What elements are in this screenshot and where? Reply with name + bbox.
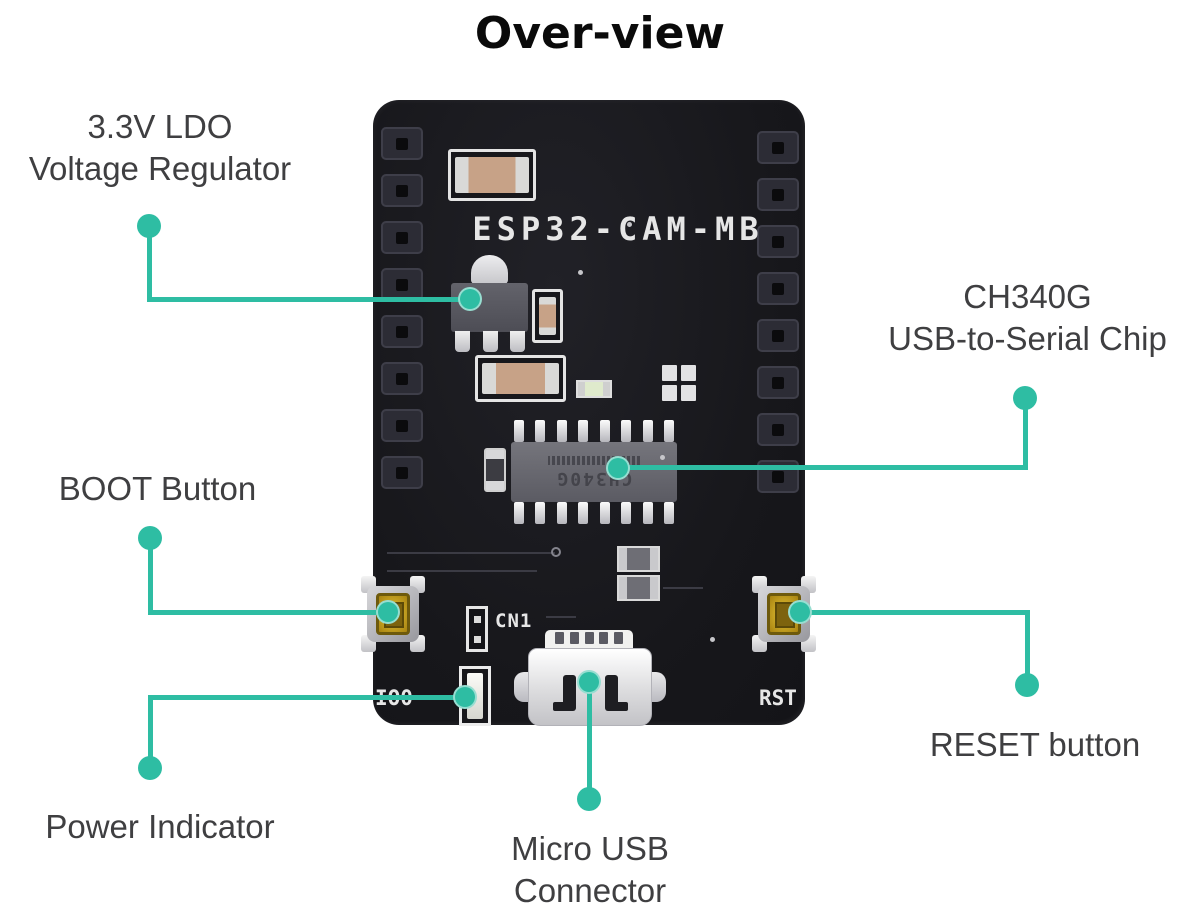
pin-socket: [381, 315, 423, 348]
callout-dot-ch340g-label: [1013, 386, 1037, 410]
callout-dot-ch340g-target: [606, 456, 630, 480]
leader-line-reset: [1025, 610, 1030, 687]
pin-socket: [381, 362, 423, 395]
smd-component: [617, 575, 660, 601]
pin-socket: [381, 268, 423, 301]
leader-line-ch340g: [1023, 398, 1028, 470]
pin-socket: [757, 131, 799, 164]
label-micro-usb: Micro USB Connector: [511, 830, 669, 909]
leader-line-boot: [148, 610, 388, 615]
pin-socket: [757, 272, 799, 305]
pin-socket: [757, 319, 799, 352]
pin-socket: [381, 409, 423, 442]
label-boot-button: BOOT Button: [58, 470, 257, 507]
pcb-trace: [663, 587, 703, 589]
silkscreen-cn1: CN1: [495, 610, 533, 632]
left-pin-header: [381, 127, 423, 489]
pin-socket: [757, 366, 799, 399]
callout-dot-power-target: [453, 685, 477, 709]
pin-socket: [381, 174, 423, 207]
jumper-pads: [662, 365, 696, 401]
ch340g-chip: CH340G: [511, 442, 677, 502]
usb-mount-tab: [514, 672, 530, 702]
label-reset-button: RESET button: [929, 726, 1141, 763]
callout-dot-boot-label: [138, 526, 162, 550]
pin-socket: [381, 127, 423, 160]
pcb-trace: [387, 570, 537, 572]
esp32-cam-mb-board: ESP32-CAM-MB CH340G: [361, 100, 816, 726]
leader-line-ldo: [147, 297, 472, 302]
usb-connector-pins: [545, 630, 633, 650]
leader-line-power: [148, 695, 153, 770]
via-dot: [627, 222, 632, 227]
capacitor: [484, 448, 506, 492]
page-title: Over-view: [474, 8, 726, 59]
leader-line-power: [148, 695, 465, 700]
label-power-indicator: Power Indicator: [45, 808, 275, 845]
ldo-regulator-tab: [471, 255, 508, 284]
label-ch340g-chip: CH340G USB-to-Serial Chip: [888, 278, 1167, 357]
silkscreen-rst: RST: [759, 686, 797, 710]
pin-socket: [381, 221, 423, 254]
pin-socket: [381, 456, 423, 489]
chip-pins-bottom: [514, 502, 674, 524]
chip-pins-top: [514, 420, 674, 442]
pin-socket: [757, 178, 799, 211]
capacitor: [532, 289, 563, 343]
leader-line-usb: [587, 682, 592, 801]
leader-line-ch340g: [618, 465, 1028, 470]
callout-dot-reset-target: [788, 600, 812, 624]
via-dot: [660, 455, 665, 460]
usb-mount-tab: [650, 672, 666, 702]
callout-dot-boot-target: [376, 600, 400, 624]
resistor: [448, 149, 536, 201]
resistor: [475, 355, 566, 402]
right-pin-header: [757, 131, 799, 493]
callout-dot-usb-target: [577, 670, 601, 694]
callout-dot-power-label: [138, 756, 162, 780]
leader-line-ldo: [147, 226, 152, 302]
callout-dot-reset-label: [1015, 673, 1039, 697]
ldo-regulator-legs: [455, 331, 525, 352]
via-dot: [710, 637, 715, 642]
pcb-trace: [546, 616, 576, 618]
pin-socket: [757, 413, 799, 446]
label-ldo-regulator: 3.3V LDO Voltage Regulator: [28, 108, 292, 187]
board-silkscreen-title: ESP32-CAM-MB: [472, 210, 764, 248]
smd-component: [617, 546, 660, 572]
cn1-header: [466, 606, 488, 652]
leader-line-boot: [148, 538, 153, 615]
via-pad: [551, 547, 561, 557]
callout-dot-ldo-target: [458, 287, 482, 311]
pcb-trace: [387, 552, 555, 554]
via-dot: [578, 270, 583, 275]
leader-line-reset: [800, 610, 1030, 615]
smd-led: [576, 380, 612, 398]
pin-socket: [757, 225, 799, 258]
callout-dot-usb-label: [577, 787, 601, 811]
callout-dot-ldo-label: [137, 214, 161, 238]
